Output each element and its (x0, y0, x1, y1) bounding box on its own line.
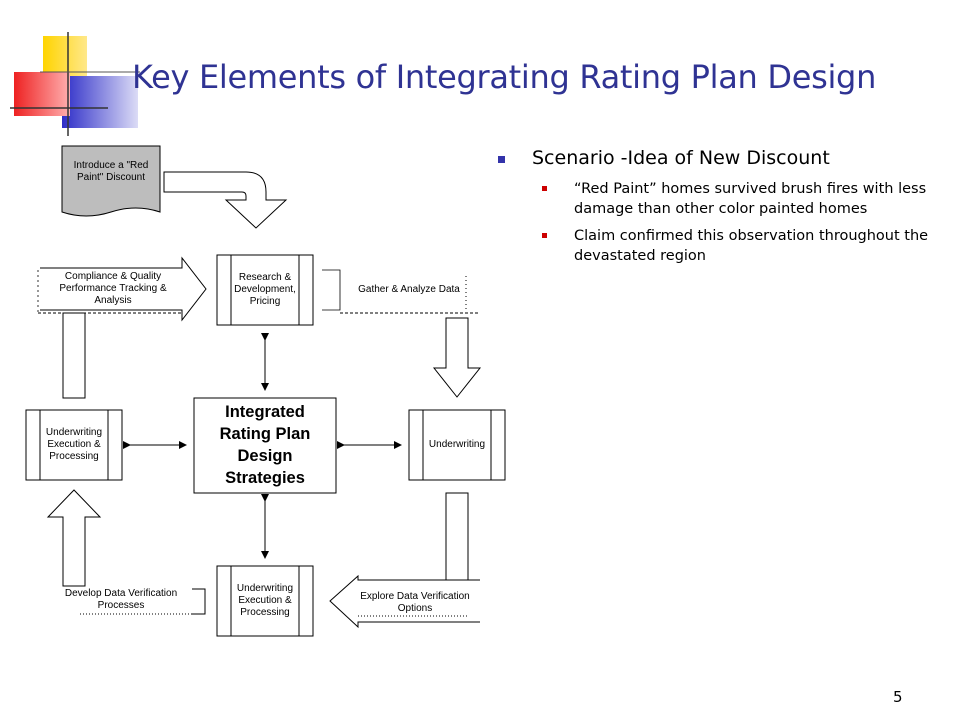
left-box-label: Underwriting Execution & Processing (45, 427, 103, 462)
flow-top-right-label: Gather & Analyze Data (358, 284, 460, 295)
bottom-right-arrow (329, 574, 480, 629)
bullet-sub-2: Claim confirmed this observation through… (542, 226, 938, 266)
curved-arrow (163, 171, 288, 229)
bullet-sub-1: “Red Paint” homes survived brush fires w… (542, 179, 938, 219)
right-box-shape (408, 409, 506, 481)
slide-title: Key Elements of Integrating Rating Plan … (132, 58, 877, 96)
right-up-bar (445, 492, 469, 581)
center-box-label: Integrated Rating Plan Design Strategies (219, 403, 311, 487)
flow-bottom-left-label: Develop Data Verification Processes (64, 588, 178, 611)
center-box-shape (193, 397, 337, 494)
left-box-shape (25, 409, 123, 481)
corner-logo (10, 32, 140, 136)
left-top-bar (62, 312, 86, 399)
document-shape (61, 145, 161, 217)
top-right-arrow (322, 269, 341, 311)
right-down-arrow (432, 317, 482, 398)
top-box-shape (216, 254, 314, 326)
bottom-box-shape (216, 565, 314, 637)
top-box-label: Research & Development, Pricing (234, 272, 296, 307)
flow-bottom-right-label: Explore Data Verification Options (360, 591, 470, 614)
top-left-arrow (40, 256, 207, 322)
bottom-box-label: Underwriting Execution & Processing (236, 583, 294, 618)
right-box-label: Underwriting (428, 439, 486, 450)
bullet-list: Scenario -Idea of New Discount “Red Pain… (498, 146, 938, 273)
page-number: 5 (893, 688, 903, 706)
left-up-arrow (46, 489, 102, 587)
document-note: Introduce a "Red Paint" Discount (73, 160, 149, 183)
bottom-left-bracket (192, 588, 206, 615)
bullet-main: Scenario -Idea of New Discount (498, 146, 938, 171)
flow-top-left-label: Compliance & Quality Performance Trackin… (59, 271, 167, 306)
